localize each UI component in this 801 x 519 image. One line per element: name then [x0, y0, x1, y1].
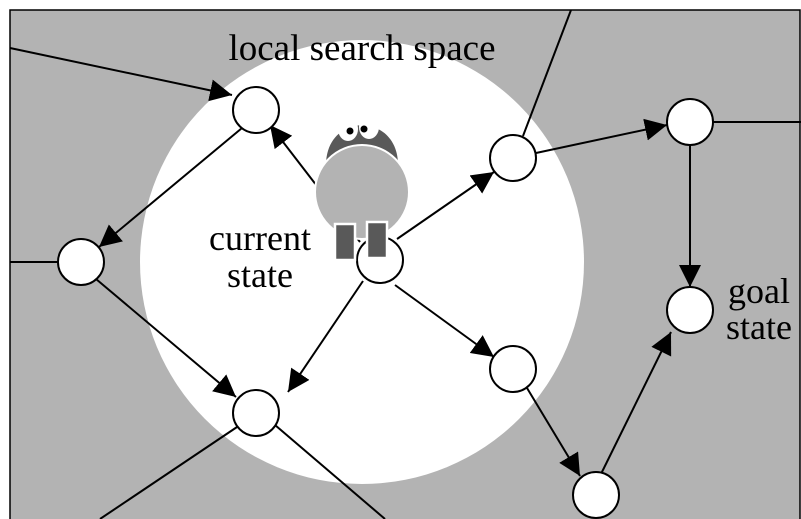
binoculars-left	[333, 222, 357, 262]
edge-C-to-E	[396, 171, 495, 240]
edge-C-to-F	[394, 284, 495, 358]
edge-B-to-D	[95, 278, 237, 398]
node-I	[572, 471, 620, 519]
node-G	[666, 98, 714, 146]
undirected-edges	[10, 9, 801, 519]
edge-D-to-bottom-right	[274, 424, 386, 519]
node-B	[57, 238, 105, 286]
creature-left-pupil	[346, 127, 354, 135]
node-F	[489, 345, 537, 393]
edge-top-right-to-E	[522, 9, 572, 137]
node-A	[232, 86, 280, 134]
goal-state-label-line1: goal	[728, 271, 790, 311]
node-E	[489, 134, 537, 182]
node-H-goal-state	[666, 286, 714, 334]
goal-state-label-line2: state	[726, 307, 792, 347]
edge-A-to-B	[98, 127, 243, 248]
directed-edges	[9, 47, 701, 477]
edge-D-to-bottom-left	[99, 424, 241, 519]
edge-left-to-A	[9, 47, 233, 102]
current-state-label-line2: state	[227, 255, 293, 295]
node-D	[232, 389, 280, 437]
local-search-space-label: local search space	[228, 28, 495, 69]
creature-belly	[314, 144, 410, 240]
edge-E-to-G	[535, 118, 668, 154]
creature-right-eye	[359, 115, 379, 139]
edge-I-to-H	[599, 331, 672, 477]
binoculars-right	[365, 220, 389, 260]
edge-F-to-I	[526, 387, 581, 477]
searcher-creature-icon	[314, 115, 410, 262]
edge-C-to-D	[287, 280, 364, 393]
state-nodes	[57, 86, 714, 519]
creature-right-pupil	[360, 125, 368, 133]
current-state-label-line1: current	[209, 218, 311, 258]
